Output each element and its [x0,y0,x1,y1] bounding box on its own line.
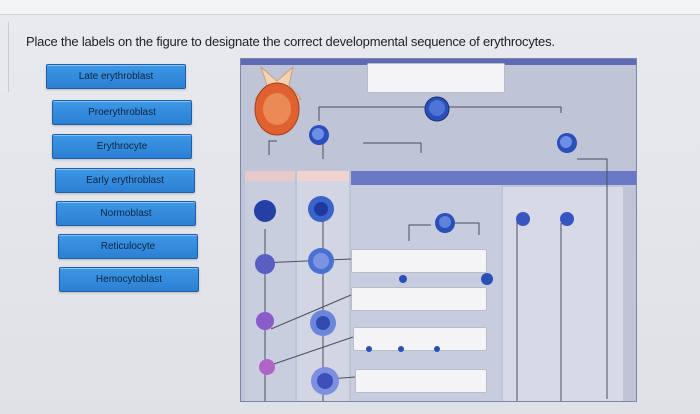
label-proerythroblast[interactable]: Proerythroblast [52,100,192,125]
header-strip-1 [245,171,295,181]
proerythroblast-cell-icon [424,96,450,122]
header-strip-2 [297,171,349,181]
drop-zone-1[interactable] [367,63,505,93]
cell-diagram [253,65,608,401]
cell-top-left-icon [309,125,329,145]
left-panel-edge [0,22,9,92]
column-2-cells [308,196,339,395]
drop-zone-2[interactable] [351,249,487,273]
label-reticulocyte[interactable]: Reticulocyte [58,234,198,259]
drop-zone-3[interactable] [351,287,487,311]
drop-zone-4[interactable] [353,327,487,351]
bone-marrow-icon [253,65,303,136]
cell-top-right-icon [557,133,577,153]
browser-top-strip [0,0,700,15]
header-strip-3 [351,171,636,185]
column-1-cells [254,200,276,375]
erythropoiesis-figure [240,58,637,402]
label-erythrocyte[interactable]: Erythrocyte [52,134,192,159]
label-normoblast[interactable]: Normoblast [56,201,196,226]
question-text: Place the labels on the figure to design… [26,34,555,49]
figure-column-3 [351,171,501,401]
drop-zone-5[interactable] [355,369,487,393]
column-4-cells [516,212,574,226]
top-strip [241,59,636,65]
label-early-erythroblast[interactable]: Early erythroblast [55,168,195,193]
label-late-erythroblast[interactable]: Late erythroblast [46,64,186,89]
column-3-cells [366,213,493,352]
label-hemocytoblast[interactable]: Hemocytoblast [59,267,199,292]
